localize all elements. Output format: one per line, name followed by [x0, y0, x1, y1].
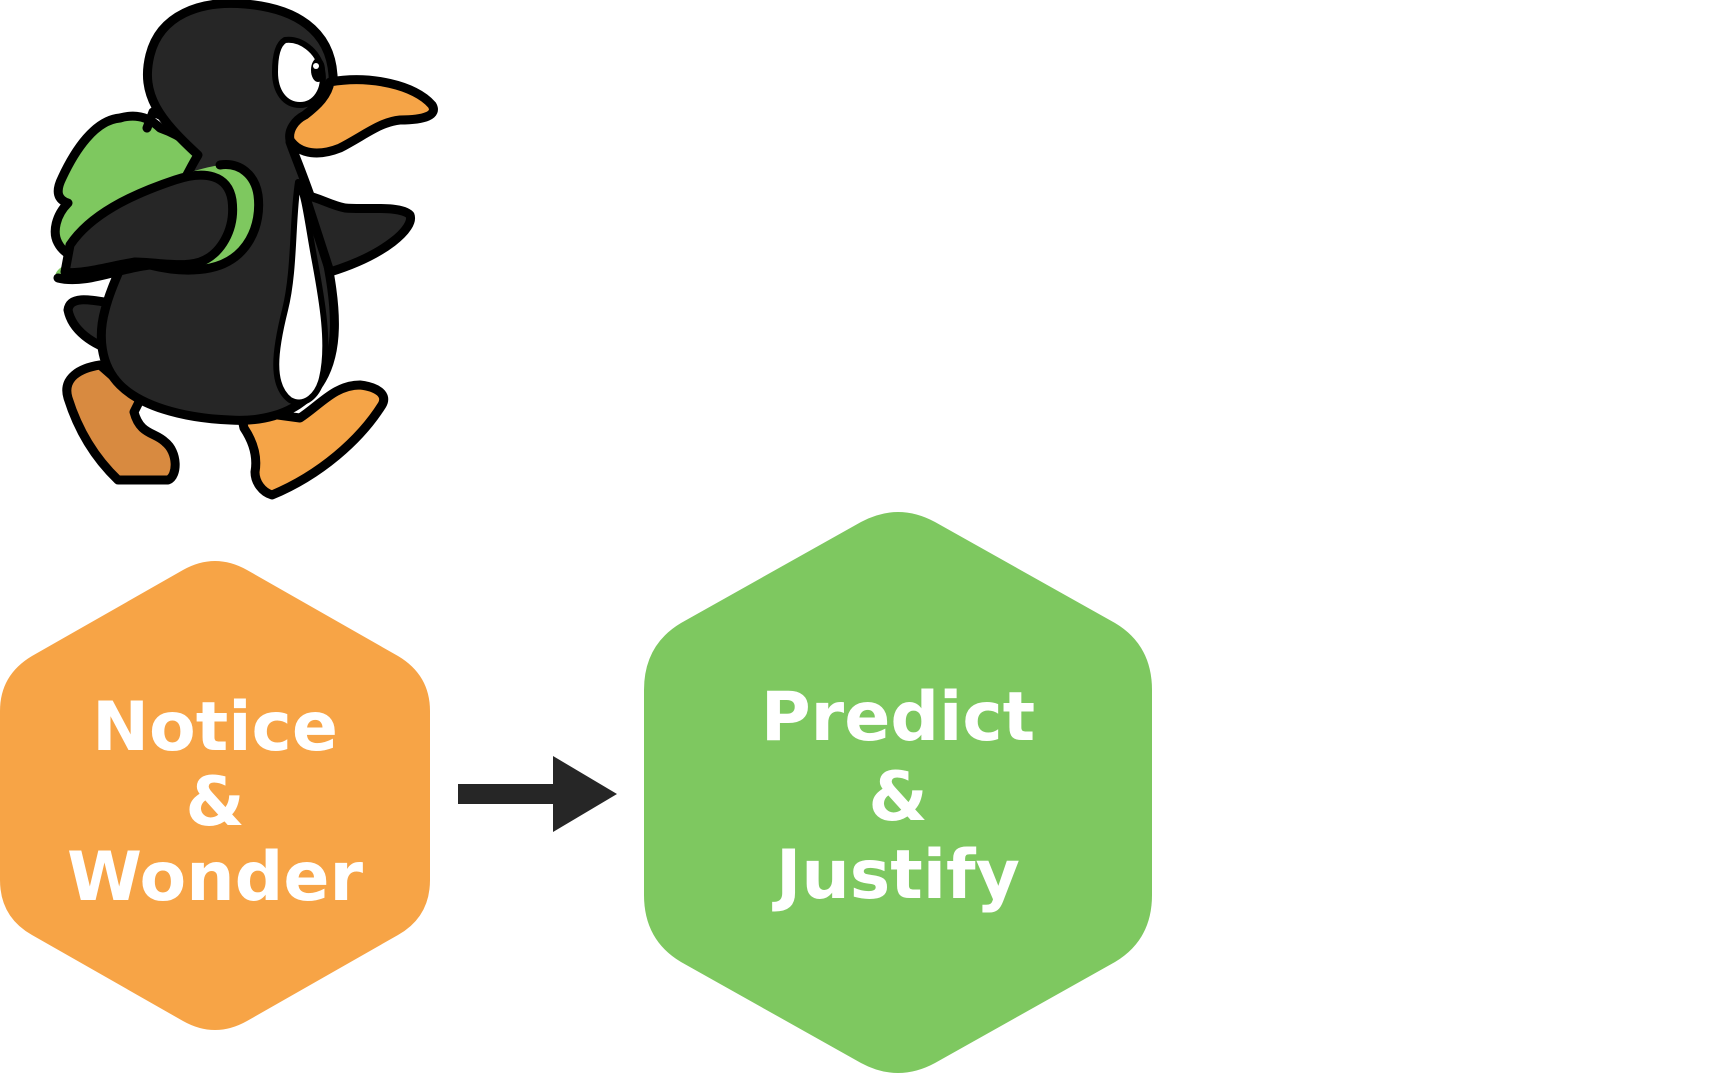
penguin-wing-over-pack	[60, 170, 238, 278]
arrow-shaft	[458, 784, 558, 804]
penguin-back-foot	[62, 360, 180, 485]
penguin-eye	[272, 36, 326, 108]
step-label-line-1: Notice	[92, 688, 338, 767]
step-label-line-1: Predict	[761, 678, 1035, 757]
step-notice-wonder: Notice & Wonder	[0, 561, 430, 1030]
step-hexagon	[0, 561, 430, 1030]
penguin-belly	[273, 179, 329, 406]
penguin-with-backpack-icon	[50, 0, 438, 500]
penguin-backpack-pocket-outline	[53, 160, 264, 285]
penguin-front-wing	[300, 190, 415, 277]
penguin-beak	[285, 75, 438, 158]
step-hexagon	[644, 512, 1152, 1073]
step-label-line-3: Justify	[772, 836, 1020, 915]
step-label-line-2: &	[185, 763, 244, 842]
step-label-line-2: &	[868, 758, 927, 837]
step-label-line-3: Wonder	[67, 838, 364, 917]
arrow-head	[553, 756, 617, 832]
penguin-pupil	[311, 58, 325, 82]
penguin-front-foot	[235, 380, 389, 500]
arrow-right-icon	[458, 756, 617, 832]
penguin-eye-highlight	[313, 63, 319, 69]
step-predict-justify: Predict & Justify	[644, 512, 1152, 1073]
